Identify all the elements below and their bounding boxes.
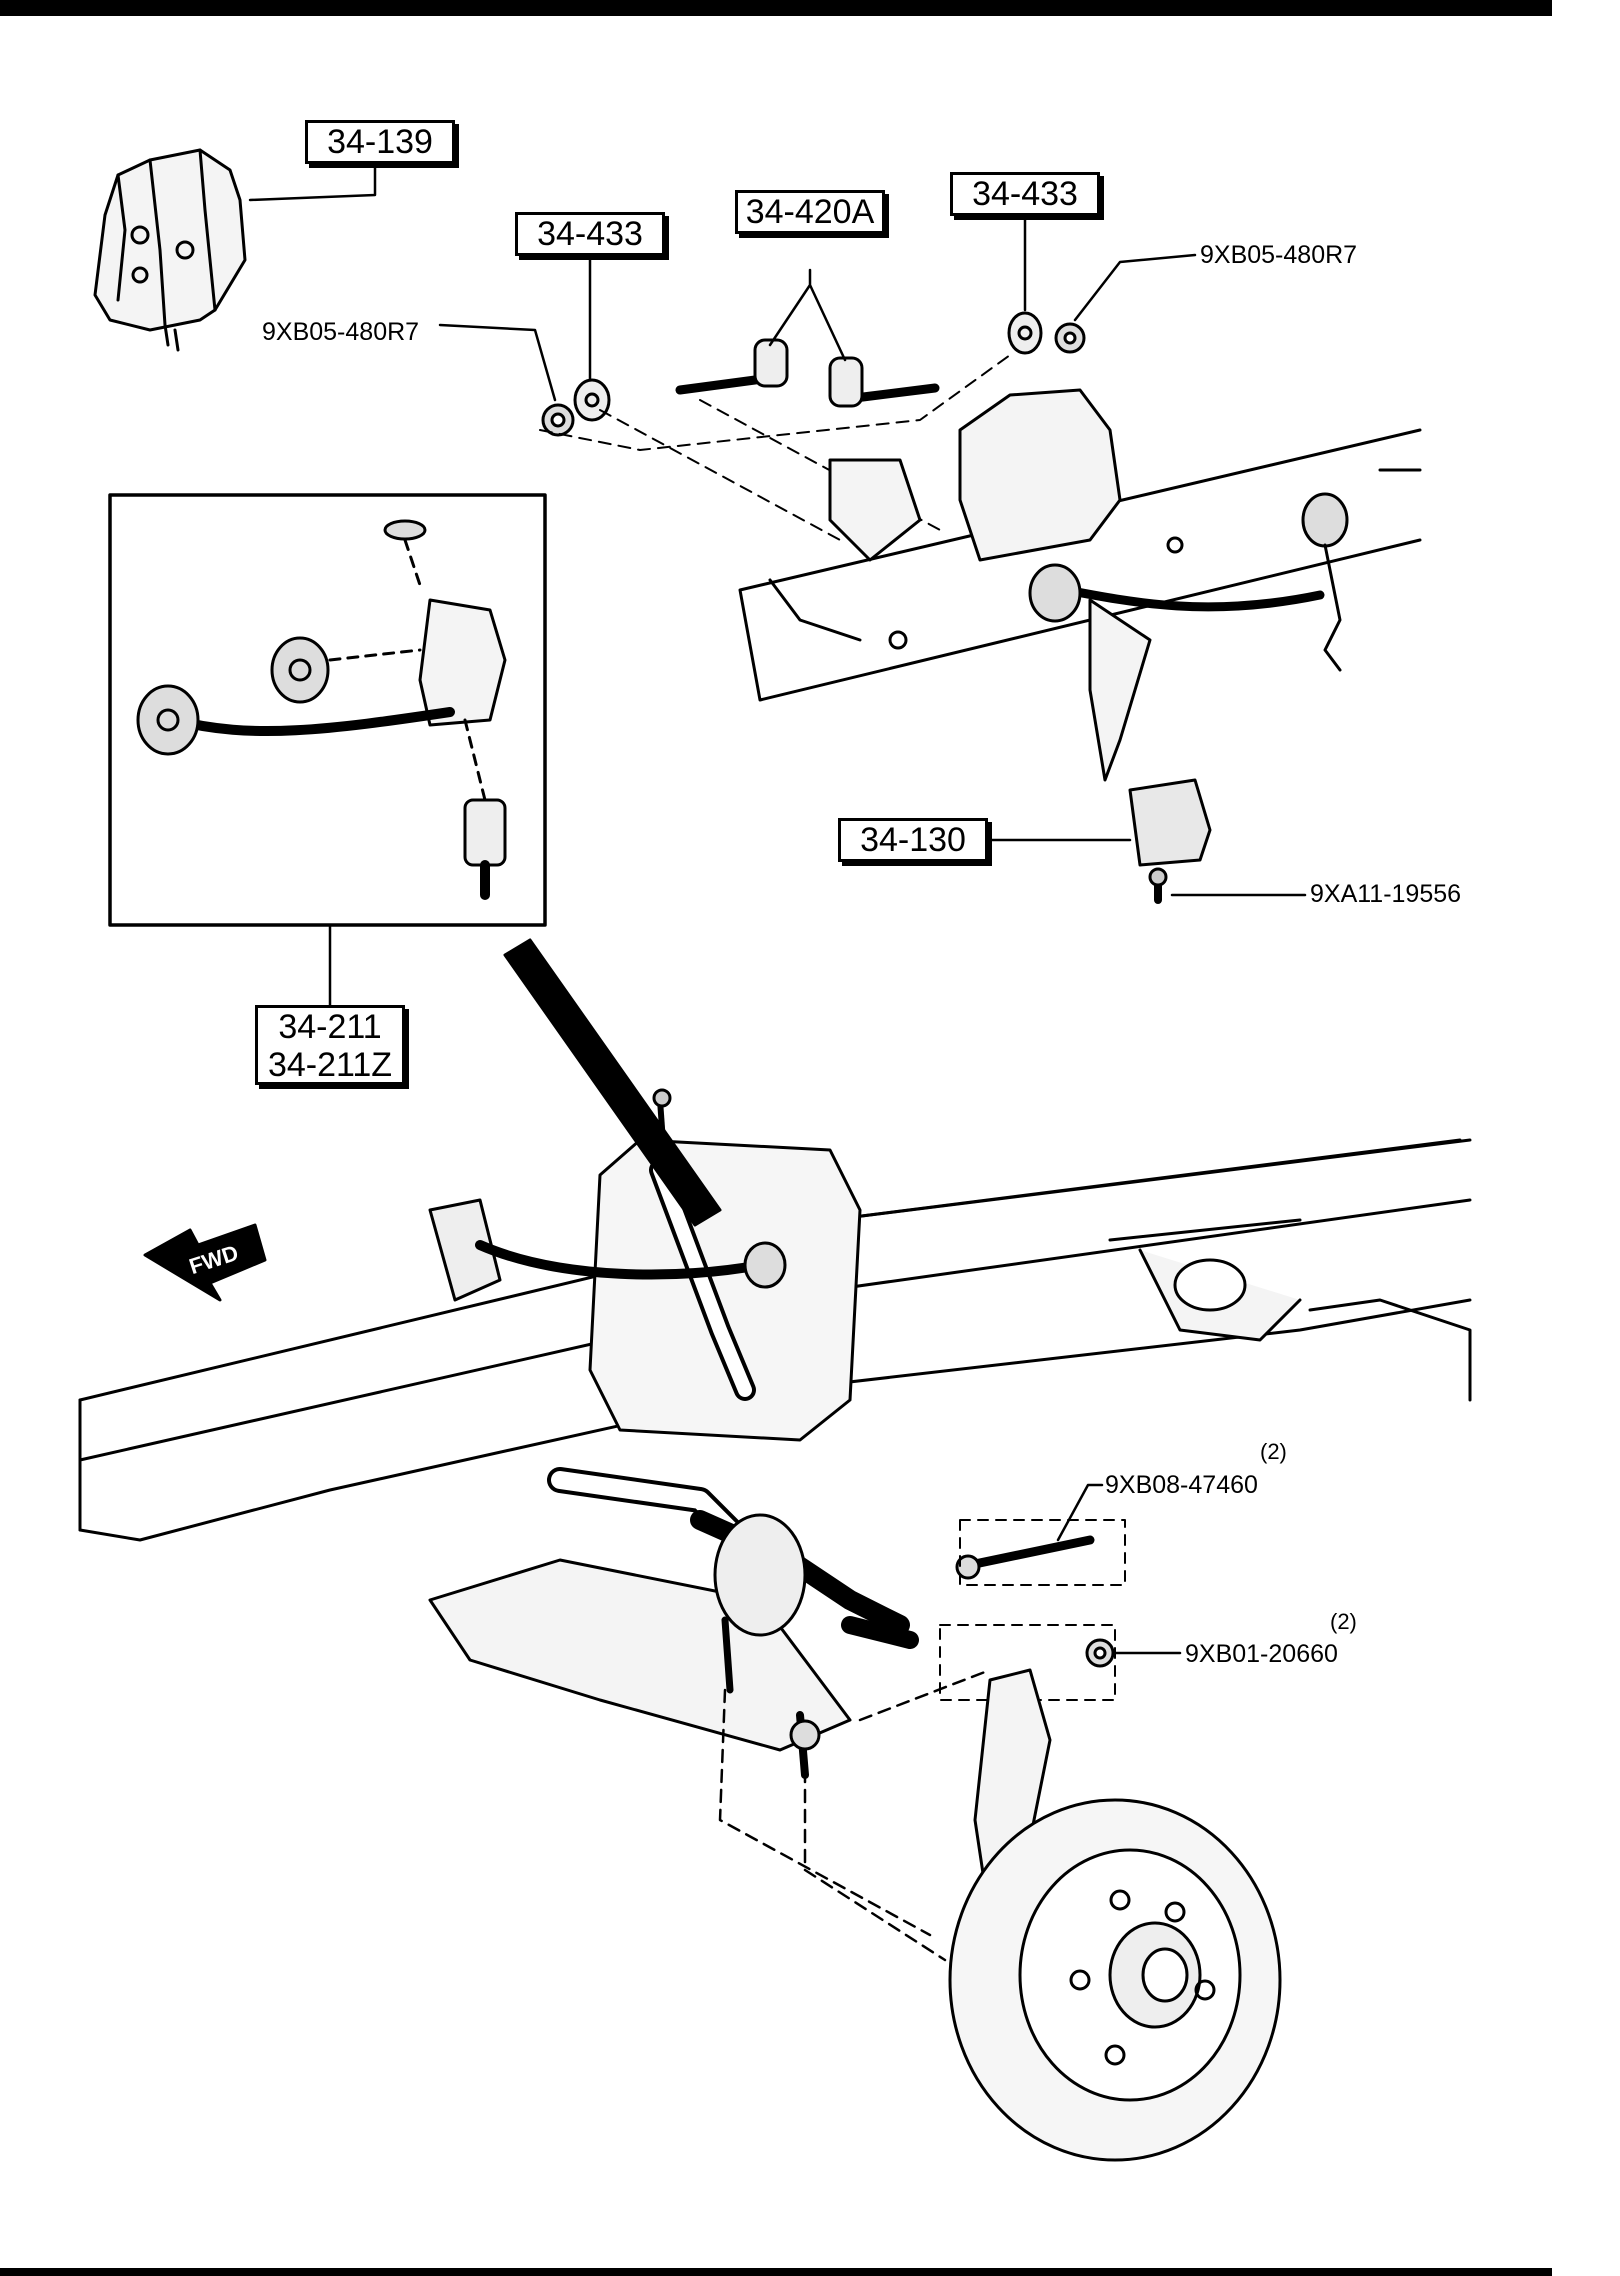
callout-nut-right: 9XB05-480R7: [1200, 241, 1358, 269]
upper-control-arm-installed: [428, 1198, 787, 1302]
cam-bolts: [675, 338, 940, 408]
brake-rotor-hub: [948, 1798, 1282, 2162]
top-border-bar: [0, 0, 1552, 16]
part-label-34-211: 34-211 34-211Z: [255, 1005, 405, 1085]
part-label-34-211-line1: 34-211: [278, 1008, 382, 1046]
pointer-arrow: [503, 938, 722, 1227]
part-label-34-139: 34-139: [305, 120, 455, 164]
part-label-34-211Z-line2: 34-211Z: [267, 1046, 393, 1084]
upper-control-arm-kit: [136, 519, 507, 900]
fwd-direction-icon: FWD: [143, 1223, 267, 1302]
steering-rack-axle: [547, 1467, 919, 1694]
frame-upper-assembly: [738, 388, 1422, 782]
callout-nut-knuckle-qty: (2): [1330, 1609, 1357, 1634]
part-label-34-433-right: 34-433: [950, 172, 1100, 216]
mounting-bracket: [93, 148, 247, 352]
coil-spring-shock: [588, 1088, 862, 1442]
left-nut-washer: [541, 378, 611, 437]
callout-bolt-knuckle: 9XB08-47460: [1105, 1471, 1258, 1499]
callout-bolt-bumper: 9XA11-19556: [1310, 880, 1462, 908]
callout-nut-knuckle: 9XB01-20660: [1185, 1640, 1338, 1668]
knuckle-bolt: [955, 1535, 1095, 1580]
leader-34-139: [248, 163, 377, 202]
bump-stop: [1128, 778, 1212, 904]
callout-nut-left: 9XB05-480R7: [262, 318, 420, 346]
callout-bolt-knuckle-qty: (2): [1260, 1439, 1287, 1464]
bottom-border-bar: [0, 2268, 1552, 2276]
part-label-34-420A: 34-420A: [735, 190, 885, 234]
bolt-dashed-box: [959, 1519, 1126, 1586]
right-nut-washer: [1007, 311, 1086, 355]
part-label-34-130: 34-130: [838, 818, 988, 862]
knuckle-nut: [1085, 1638, 1115, 1668]
part-label-34-433-left: 34-433: [515, 212, 665, 256]
